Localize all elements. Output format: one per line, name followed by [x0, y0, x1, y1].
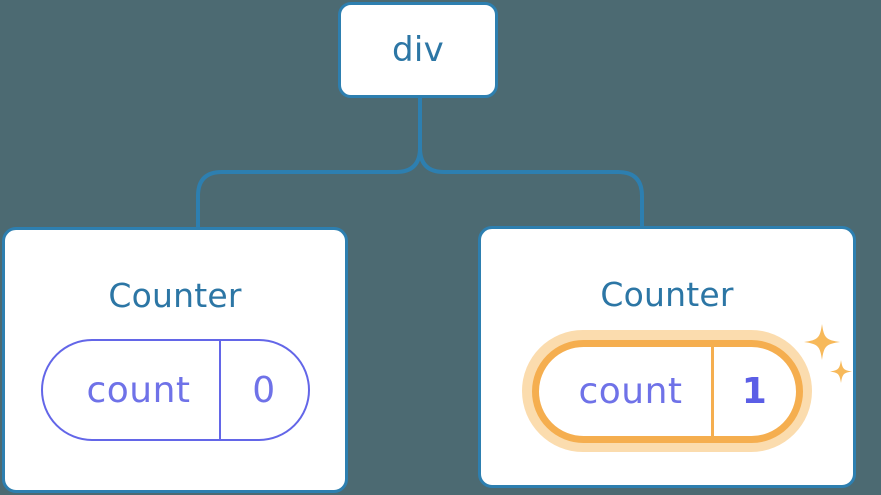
component-title: Counter	[600, 275, 734, 314]
sparkle-small-icon	[830, 360, 852, 383]
state-pill[interactable]: count 0	[40, 339, 310, 441]
state-value-label: 1	[710, 346, 796, 436]
state-pill-wrapper: count 0	[40, 339, 310, 441]
state-pill-wrapper: count 1	[522, 324, 852, 452]
component-card-counter-right[interactable]: Counter count 1	[478, 226, 856, 488]
component-card-counter-left[interactable]: Counter count 0	[2, 227, 348, 493]
tree-node-root-label: div	[391, 30, 445, 70]
state-pill-highlighted[interactable]: count 1	[531, 339, 803, 443]
state-key-label: count	[86, 369, 191, 411]
sparkle-icon	[804, 324, 840, 360]
tree-node-root[interactable]: div	[338, 2, 498, 98]
state-value-label: 0	[218, 341, 308, 439]
state-pill-highlight-glow: count 1	[522, 330, 812, 452]
state-key-label: count	[578, 370, 683, 412]
component-title: Counter	[108, 276, 242, 315]
